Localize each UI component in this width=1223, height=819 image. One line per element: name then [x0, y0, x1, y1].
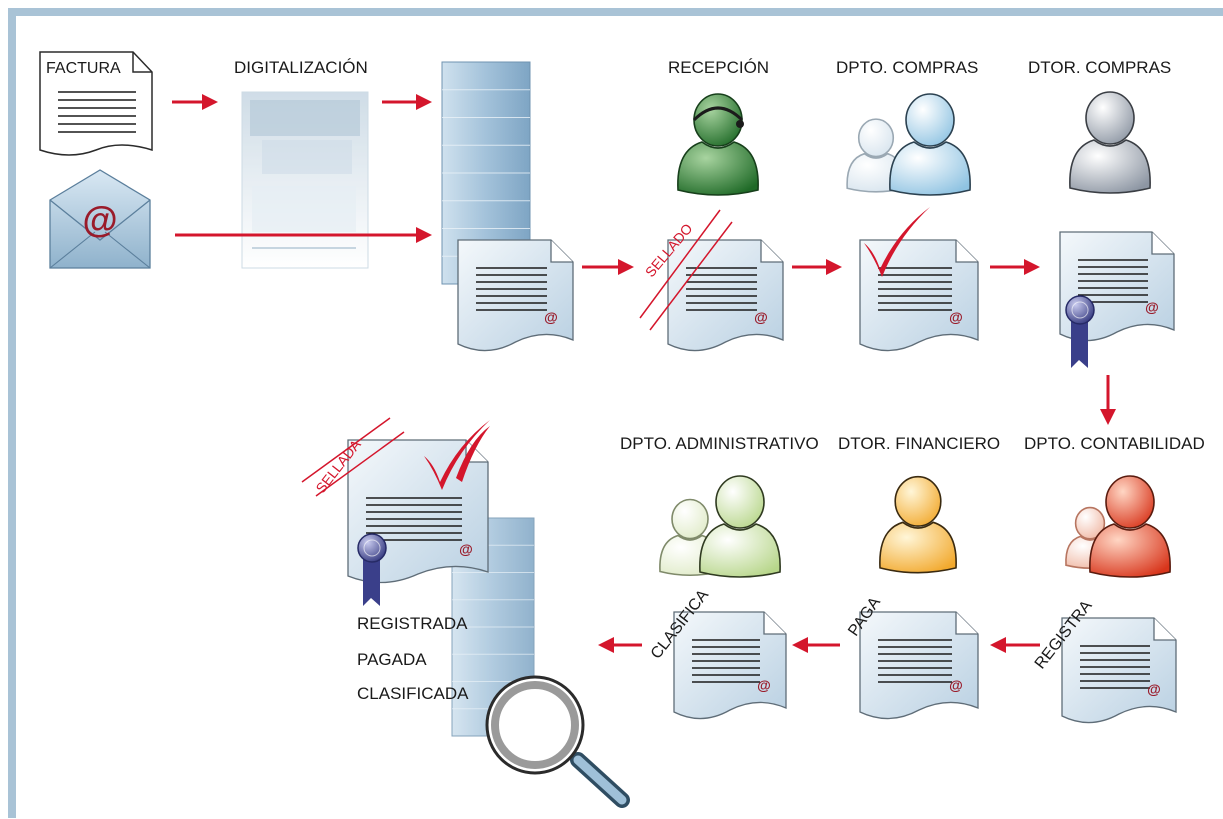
step-label-administration-dept: DPTO. ADMINISTRATIVO	[620, 434, 819, 453]
arrow-purchasing-to-director	[990, 259, 1040, 275]
seal-ribbon-icon	[1065, 295, 1095, 368]
doc-at-symbol: @	[1145, 299, 1159, 315]
final-seal-ribbon-icon	[357, 533, 387, 606]
scanner-copier-icon	[241, 91, 369, 269]
step-label-finance-director: DTOR. FINANCIERO	[838, 434, 1001, 453]
digital-invoice-approved: @	[859, 239, 979, 352]
arrow-administration-to-archive	[598, 637, 642, 653]
doc-at-symbol: @	[1147, 681, 1161, 697]
person-accounting-icon	[1089, 475, 1171, 578]
person-finance-director-icon	[879, 475, 957, 574]
magnifier-icon	[485, 675, 630, 808]
stamp-line-top	[639, 209, 721, 319]
step-label-reception: RECEPCIÓN	[668, 58, 770, 77]
arrow-reception-to-purchasing	[792, 259, 842, 275]
arrow-email-to-server	[175, 227, 432, 243]
invoice-label: FACTURA	[46, 60, 121, 77]
arrow-finance-to-administration	[792, 637, 840, 653]
arrow-server-to-reception	[582, 259, 634, 275]
stamp-line-bottom	[649, 221, 733, 331]
doc-at-symbol: @	[459, 541, 473, 557]
email-at-symbol: @	[82, 199, 117, 240]
final-checkmark-icon	[424, 420, 490, 490]
arrow-invoice-to-scanner	[172, 94, 218, 110]
final-status-registered: REGISTRADA	[357, 614, 468, 633]
digital-invoice-classified: @	[673, 611, 787, 720]
arrow-accounting-to-finance	[990, 637, 1040, 653]
final-checkmark-tail	[456, 426, 490, 482]
person-headset-icon	[677, 93, 759, 196]
arrow-director-to-accounting	[1100, 375, 1116, 425]
doc-at-symbol: @	[757, 677, 771, 693]
doc-at-symbol: @	[949, 309, 963, 325]
final-status-paid: PAGADA	[357, 650, 427, 669]
step-label-digitalization: DIGITALIZACIÓN	[234, 58, 368, 77]
doc-at-symbol: @	[754, 309, 768, 325]
digital-invoice-paid: @	[859, 611, 979, 720]
step-label-accounting-dept: DPTO. CONTABILIDAD	[1024, 434, 1205, 453]
final-status-classified: CLASIFICADA	[357, 684, 469, 703]
doc-at-symbol: @	[949, 677, 963, 693]
email-envelope-icon: @	[49, 169, 151, 269]
doc-at-symbol: @	[544, 309, 558, 325]
step-label-purchasing-dept: DPTO. COMPRAS	[836, 58, 979, 77]
final-stamp-line-bottom	[315, 431, 405, 497]
arrow-scanner-to-server	[382, 94, 432, 110]
invoice-paper-icon	[39, 51, 153, 156]
step-label-purchasing-director: DTOR. COMPRAS	[1028, 58, 1172, 77]
digital-invoice-icon: @	[457, 239, 574, 352]
person-administration-icon	[699, 475, 781, 578]
digital-invoice-registered: @	[1061, 617, 1177, 724]
person-icon	[1069, 91, 1151, 194]
person-group-icon	[889, 93, 971, 196]
final-stamp-line-top	[301, 417, 391, 483]
diagram-frame	[8, 8, 1223, 818]
checkmark-icon	[864, 207, 930, 277]
